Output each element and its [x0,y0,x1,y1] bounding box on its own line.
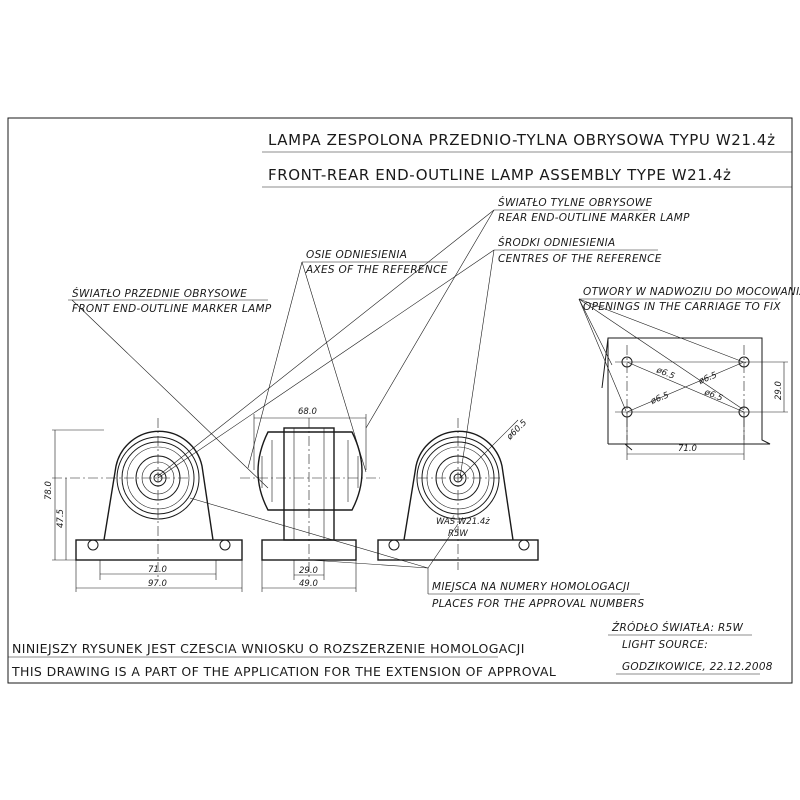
callout-approval-en: PLACES FOR THE APPROVAL NUMBERS [432,598,645,610]
title-polish: LAMPA ZESPOLONA PRZEDNIO-TYLNA OBRYSOWA … [268,131,776,149]
front-view [52,418,243,592]
marking-type-label: WAŚ W21.4ż [436,515,490,527]
place-date: GODZIKOWICE, 22.12.2008 [622,661,773,673]
callout-rear-marker-pl: ŚWIATŁO TYLNE OBRYSOWE [498,196,652,209]
dim-hole-dia-2: ø6.5 [696,370,718,387]
callout-ref-centres-pl: ŚRODKI ODNIESIENIA [498,236,616,249]
callout-approval-pl: MIEJSCA NA NUMERY HOMOLOGACJI [432,581,630,593]
callout-front-marker-en: FRONT END-OUTLINE MARKER LAMP [72,303,272,315]
callout-rear-marker-en: REAR END-OUTLINE MARKER LAMP [498,212,690,224]
dim-hole-dia-4: ø6.5 [702,387,724,404]
dim-height-total: 78.0 [44,481,54,500]
source-label-pl: ŹRÓDŁO ŚWIATŁA: R5W [611,621,744,634]
callout-ref-centres-en: CENTRES OF THE REFERENCE [498,253,662,265]
callout-ref-axes-en: AXES OF THE REFERENCE [305,264,448,276]
dim-hole-dia-3: ø6.5 [648,390,670,407]
dim-hole-spacing-x: 71.0 [678,444,697,454]
rear-view [377,418,539,570]
dim-width-top: 68.0 [298,407,317,417]
footer-english: THIS DRAWING IS A PART OF THE APPLICATIO… [11,664,556,679]
dim-side-inner: 29.0 [299,566,318,576]
mounting-holes-view [601,337,788,460]
dim-diameter: ø60.5 [504,418,529,443]
footer-polish: NINIEJSZY RYSUNEK JEST CZESCIA WNIOSKU O… [12,641,525,656]
dim-height-axis: 47.5 [56,509,66,528]
side-view [240,414,380,592]
title-english: FRONT-REAR END-OUTLINE LAMP ASSEMBLY TYP… [268,166,731,184]
callout-holes-pl: OTWORY W NADWOZIU DO MOCOWANIA [583,286,800,298]
leader-lines [71,209,747,594]
callout-front-marker-pl: ŚWIATŁO PRZEDNIE OBRYSOWE [72,287,247,300]
marking-bulb-label: R5W [448,529,468,539]
drawing-frame [7,117,793,684]
dim-base-inner: 71.0 [148,565,167,575]
callout-ref-axes-pl: OSIE ODNIESIENIA [306,249,407,261]
dim-hole-dia-1: ø6.5 [654,365,676,382]
source-label-en: LIGHT SOURCE: [622,639,708,651]
dim-hole-spacing-y: 29.0 [774,381,784,400]
dim-side-outer: 49.0 [299,579,318,589]
callout-holes-en: OPENINGS IN THE CARRIAGE TO FIX [583,301,781,313]
dim-base-outer: 97.0 [148,579,167,589]
